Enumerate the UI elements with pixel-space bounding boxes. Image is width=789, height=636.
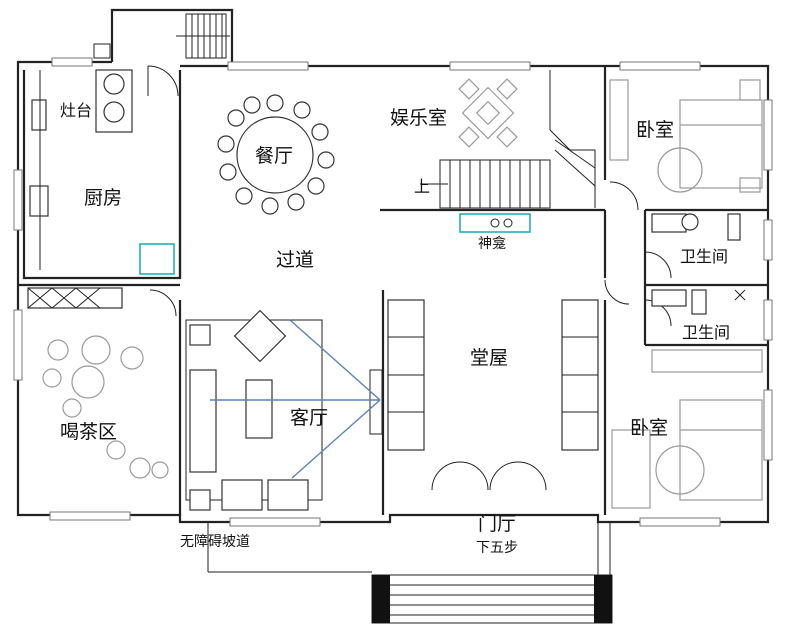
bed-top bbox=[609, 79, 763, 193]
dining-table bbox=[217, 94, 335, 215]
game-table bbox=[458, 78, 518, 148]
label-dining: 餐厅 bbox=[255, 145, 293, 167]
label-bathroom-1: 卫生间 bbox=[680, 247, 728, 266]
bathroom-fixtures bbox=[651, 213, 763, 373]
kitchen-fixtures bbox=[29, 69, 175, 275]
tea-area bbox=[27, 287, 169, 479]
windows bbox=[13, 57, 773, 527]
label-bedroom-bottom: 卧室 bbox=[630, 417, 668, 439]
sight-lines bbox=[210, 319, 381, 479]
label-up: 上 bbox=[414, 177, 430, 196]
bed-bottom bbox=[611, 399, 763, 509]
label-bathroom-2: 卫生间 bbox=[682, 323, 730, 342]
label-living: 客厅 bbox=[290, 407, 328, 429]
label-shrine: 神龛 bbox=[478, 236, 506, 252]
doors bbox=[147, 65, 672, 491]
label-entertainment: 娱乐室 bbox=[390, 107, 447, 129]
shrine-altar bbox=[459, 213, 531, 233]
stairs bbox=[420, 129, 596, 209]
living-furniture bbox=[185, 309, 323, 511]
label-steps: 下五步 bbox=[476, 540, 518, 556]
label-tea: 喝茶区 bbox=[60, 421, 117, 443]
label-corridor: 过道 bbox=[276, 249, 314, 271]
label-kitchen: 厨房 bbox=[84, 187, 122, 209]
label-bedroom-top: 卧室 bbox=[636, 119, 674, 141]
label-hall: 堂屋 bbox=[470, 347, 508, 369]
hall-seating bbox=[369, 299, 599, 451]
label-stove: 灶台 bbox=[60, 101, 92, 120]
entrance-steps bbox=[207, 522, 613, 624]
interior-walls bbox=[18, 66, 768, 515]
label-entrance: 门厅 bbox=[478, 513, 516, 535]
room-labels: 灶台 厨房 餐厅 娱乐室 卧室 上 神龛 过道 卫生间 卫生间 堂屋 客厅 喝茶… bbox=[60, 101, 730, 556]
label-ramp: 无障碍坡道 bbox=[180, 534, 250, 550]
